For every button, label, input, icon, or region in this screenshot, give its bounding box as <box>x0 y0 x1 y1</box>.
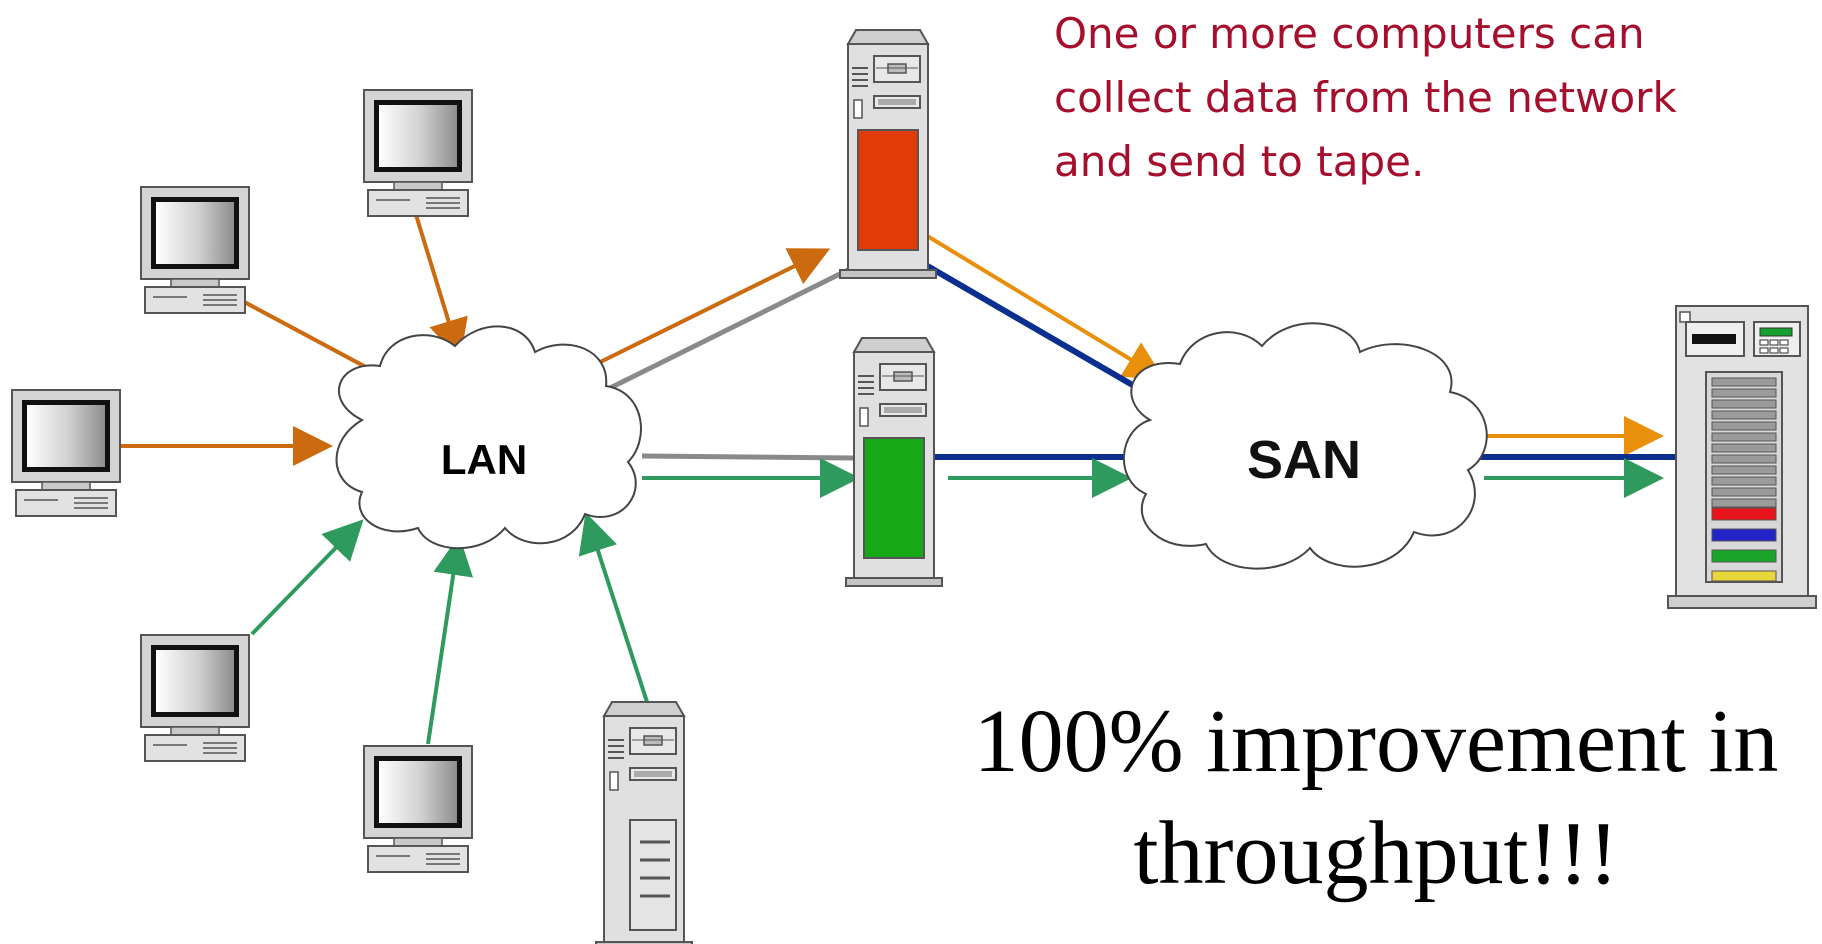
link-server1-to-san-amber <box>922 232 1165 381</box>
link-pc5-to-lan <box>426 535 474 745</box>
link-lan-server2-gray <box>641 453 855 461</box>
desktop-computer-icon <box>140 186 250 314</box>
desktop-computer-icon <box>11 389 121 517</box>
tower-server-icon <box>839 29 937 279</box>
tower-server-icon <box>845 337 943 587</box>
link-pc2-to-lan <box>411 204 468 360</box>
lan-cloud: LAN <box>335 325 642 550</box>
link-lan-to-server1 <box>571 248 831 378</box>
link-server1-to-san-blue <box>922 261 1150 397</box>
link-server3-to-lan <box>578 512 650 706</box>
link-server1-gray <box>600 262 860 395</box>
san-cloud: SAN <box>1122 322 1488 570</box>
desktop-computer-icon <box>363 745 473 873</box>
tower-server-icon <box>595 701 693 944</box>
link-pc4-to-lan <box>250 519 364 636</box>
desktop-computer-icon <box>140 634 250 762</box>
headline: 100% improvement in throughput!!! <box>930 686 1822 910</box>
headline-line: 100% improvement in <box>973 692 1779 791</box>
san-label: SAN <box>1247 430 1361 490</box>
headline-line: throughput!!! <box>1133 804 1619 903</box>
tape-library-icon <box>1667 305 1817 609</box>
annotation-text: One or more computers can collect data f… <box>1054 2 1794 194</box>
annotation-line: One or more computers can <box>1054 9 1645 58</box>
desktop-computer-icon <box>363 89 473 217</box>
lan-label: LAN <box>441 436 527 483</box>
annotation-line: and send to tape. <box>1054 137 1425 186</box>
annotation-line: collect data from the network <box>1054 73 1677 122</box>
